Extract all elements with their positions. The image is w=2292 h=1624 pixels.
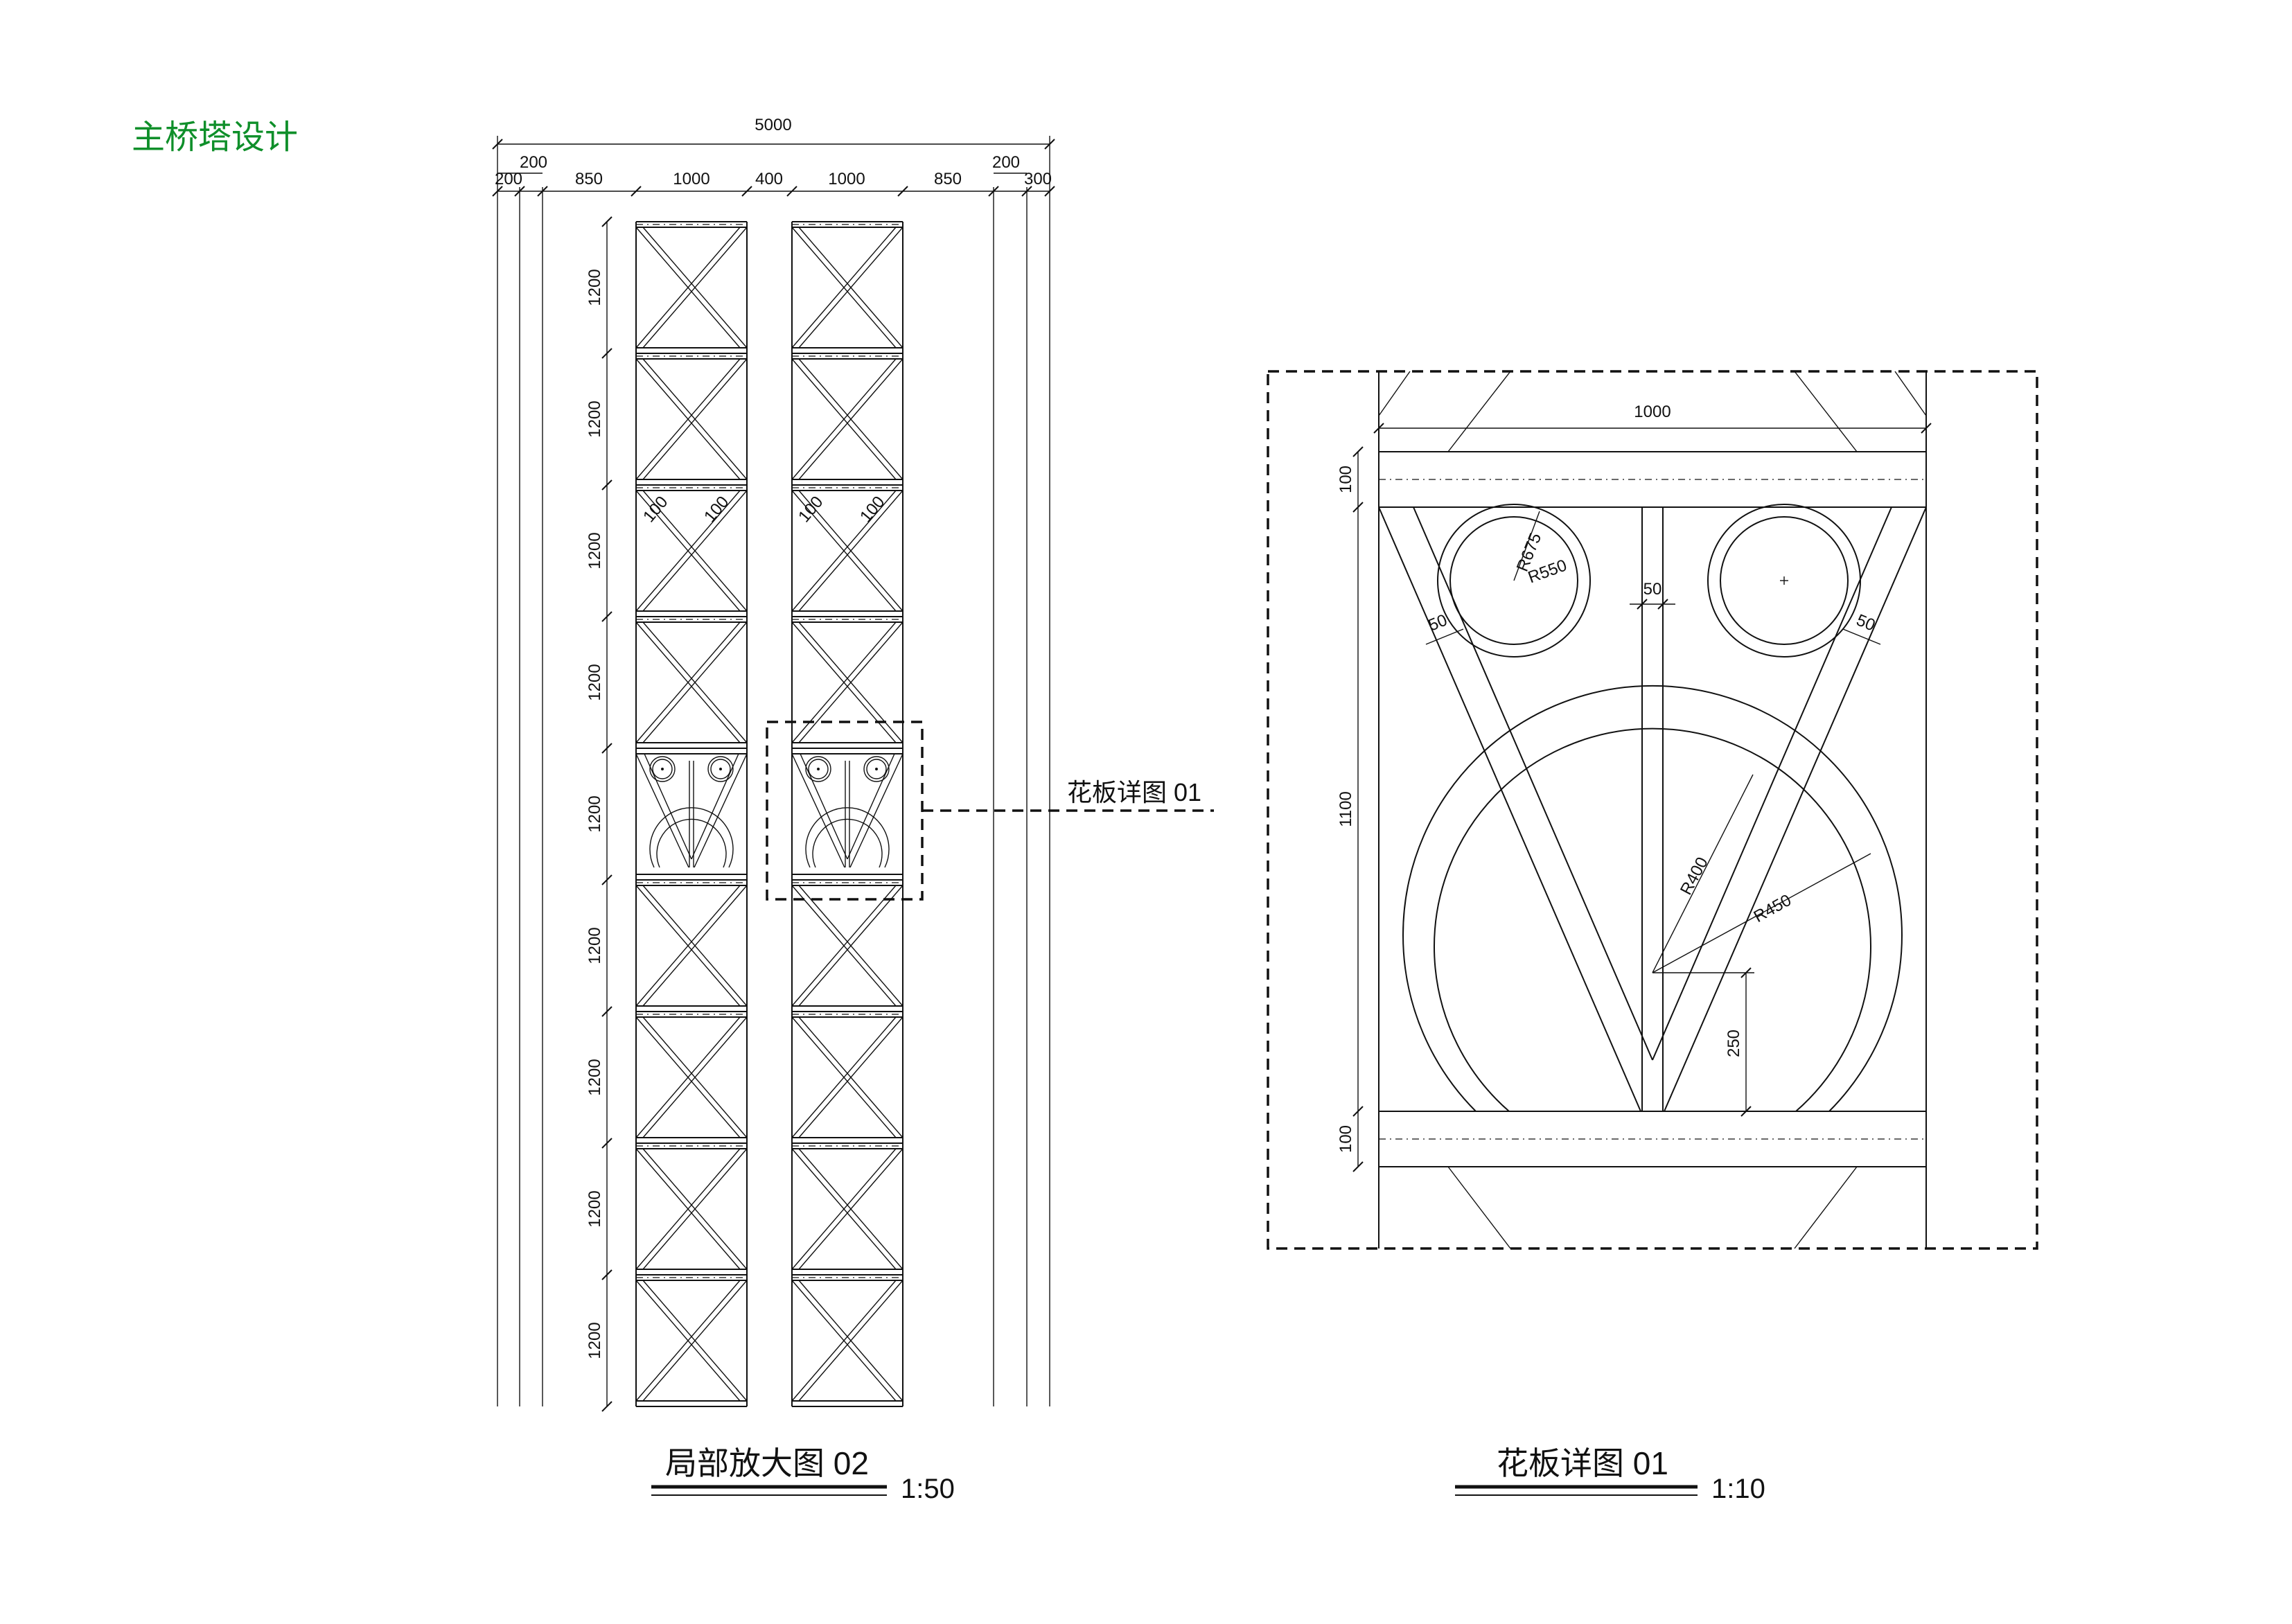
tower-column-right bbox=[791, 221, 903, 1407]
dim-node-1: 100 bbox=[640, 493, 671, 526]
dim-row-5: 1000 bbox=[828, 170, 865, 188]
dim-node-2: 100 bbox=[700, 493, 732, 526]
dim-upper-right: 200 bbox=[992, 153, 1020, 172]
dim-side-2: 1200 bbox=[585, 400, 604, 437]
large-arc-outer bbox=[1402, 685, 1903, 1112]
dim-row-7: 300 bbox=[1024, 170, 1052, 188]
dim-offset-250: 250 bbox=[1725, 1030, 1743, 1057]
dim-left-top-100: 100 bbox=[1337, 466, 1355, 493]
dim-row-1: 200 bbox=[495, 170, 522, 188]
dim-total-width: 5000 bbox=[755, 116, 791, 134]
dim-node-3: 100 bbox=[795, 493, 827, 526]
large-arc-inner bbox=[1434, 727, 1871, 1112]
elevation-view: 5000 200 200 200 850 1000 400 1000 850 3… bbox=[492, 116, 1214, 1504]
dim-left-1100: 1100 bbox=[1337, 791, 1355, 827]
dim-side-7: 1200 bbox=[585, 1059, 604, 1095]
callout-label: 花板详图 01 bbox=[1067, 778, 1201, 806]
dim-row-3: 1000 bbox=[673, 170, 709, 188]
dim-upper-left: 200 bbox=[520, 153, 547, 172]
dim-row-2: 850 bbox=[575, 170, 603, 188]
detail-view: 1000 bbox=[1267, 370, 2038, 1504]
dim-side-8: 1200 bbox=[585, 1190, 604, 1227]
dim-r400: R400 bbox=[1677, 854, 1712, 898]
dim-side-9: 1200 bbox=[585, 1322, 604, 1359]
dim-side-4: 1200 bbox=[585, 664, 604, 700]
dim-left-bottom-100: 100 bbox=[1337, 1125, 1355, 1153]
dim-panel-width: 1000 bbox=[1634, 403, 1670, 421]
dim-diag-right: 50 bbox=[1853, 611, 1878, 635]
left-view-scale: 1:50 bbox=[901, 1474, 955, 1504]
dim-side-1: 1200 bbox=[585, 269, 604, 306]
right-view-scale: 1:10 bbox=[1711, 1474, 1765, 1504]
left-view-label: 局部放大图 02 bbox=[665, 1445, 869, 1481]
dim-side-6: 1200 bbox=[585, 927, 604, 964]
detail-frame bbox=[1267, 370, 2038, 1250]
dim-web-50: 50 bbox=[1643, 580, 1662, 599]
right-view-label: 花板详图 01 bbox=[1497, 1445, 1668, 1481]
ring-right bbox=[1707, 504, 1861, 657]
ring-left bbox=[1437, 504, 1591, 657]
dim-node-4: 100 bbox=[856, 493, 888, 526]
page-title: 主桥塔设计 bbox=[132, 118, 299, 157]
dim-row-6: 850 bbox=[934, 170, 962, 188]
dim-row-4: 400 bbox=[755, 170, 783, 188]
dim-side-5: 1200 bbox=[585, 795, 604, 832]
tower-column-left bbox=[635, 221, 748, 1407]
dim-side-3: 1200 bbox=[585, 532, 604, 569]
